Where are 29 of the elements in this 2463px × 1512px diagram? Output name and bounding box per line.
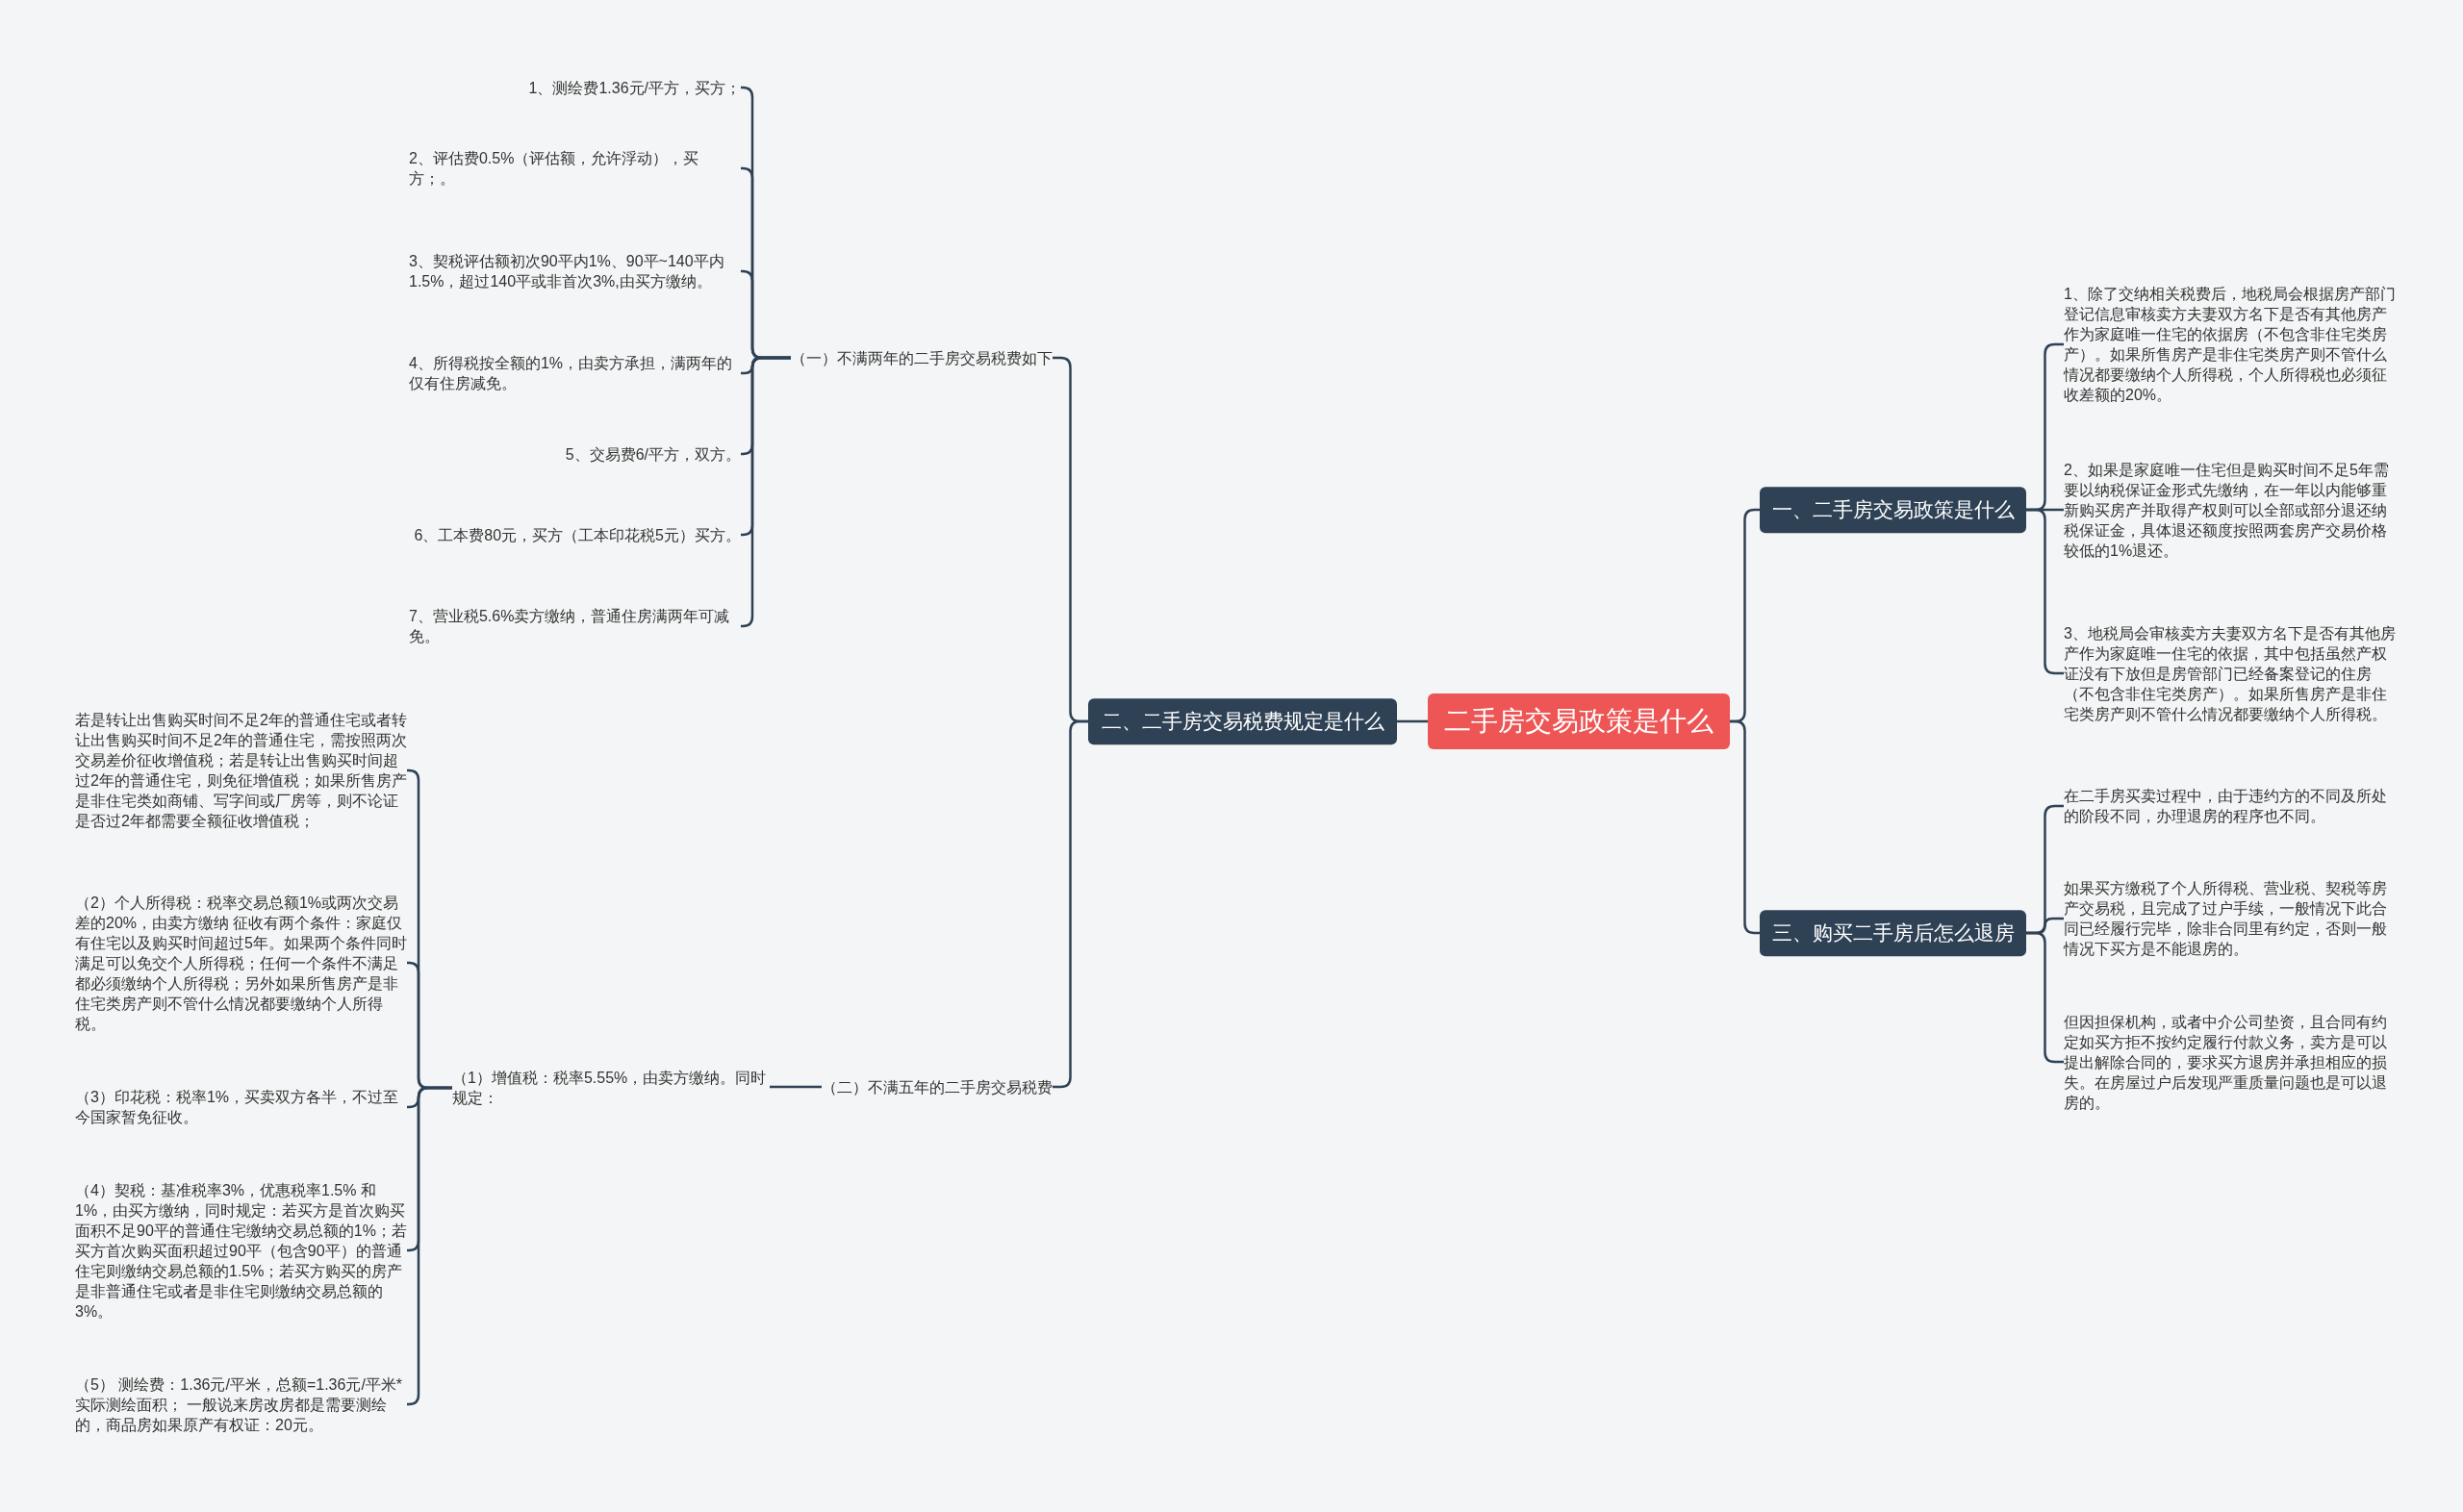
connector-line — [1397, 719, 1428, 723]
topic-text: 5、交易费6/平方，双方。 — [565, 440, 741, 468]
topic-text: （4）契税：基准税率3%，优惠税率1.5% 和1%，由买方缴纳，同时规定：若买方是首次购买面积不足90平的普通住宅缴纳交易总额的1%；若买方首次购买面积超过90平（包含90平）的普通住宅则缴纳交易总额的1.5%；若买方购买的房产是非普通住宅或者是非住宅则缴纳交易总额的3%。 — [75, 1175, 407, 1325]
topic-text: （1）增值税：税率5.55%，由卖方缴纳。同时规定： — [452, 1064, 770, 1112]
topic-text: 1、测绘费1.36元/平方，买方； — [528, 73, 741, 102]
topic-text: 1、除了交纳相关税费后，地税局会根据房产部门登记信息审核卖方夫妻双方名下是否有其他房产作为家庭唯一住宅的依据房（不包含非住宅类房产）。如果所售房产是非住宅类房产则不管什么情况都要缴纳个人所得税，个人所得税也必须征收差额的20%。 — [2064, 280, 2396, 409]
topic-text: 3、地税局会审核卖方夫妻双方名下是否有其他房产作为家庭唯一住宅的依据，其中包括虽然产权证没有下放但是房管部门已经备案登记的住房（不包含非住宅类房产）。如果所售房产是非住宅类房产则不管什么情况都要缴纳个人所得税。 — [2064, 618, 2396, 728]
topic-text: （3）印花税：税率1%，买卖双方各半，不过至今国家暂免征收。 — [75, 1083, 407, 1131]
topic-text: （5） 测绘费：1.36元/平米，总额=1.36元/平米*实际测绘面积； 一般说来房改房都是需要测绘的，商品房如果原产有权证：20元。 — [75, 1370, 407, 1439]
branch-topic: 三、购买二手房后怎么退房 — [1760, 910, 2026, 956]
topic-text: 2、评估费0.5%（评估额，允许浮动），买方；。 — [409, 144, 741, 192]
connector-line — [770, 1085, 822, 1089]
topic-text: 在二手房买卖过程中，由于违约方的不同及所处的阶段不同，办理退房的程序也不同。 — [2064, 782, 2396, 830]
topic-text: 7、营业税5.6%卖方缴纳，普通住房满两年可减免。 — [409, 602, 741, 650]
topic-text: 若是转让出售购买时间不足2年的普通住宅或者转让出售购买时间不足2年的普通住宅，需按照两次交易差价征收增值税；若是转让出售购买时间超过2年的普通住宅，则免征增值税；如果所售房产是非住宅类如商铺、写字间或厂房等，则不论证是否过2年都需要全额征收增值税； — [75, 706, 407, 835]
root-topic: 二手房交易政策是什么 — [1428, 693, 1730, 749]
branch-topic: 二、二手房交易税费规定是什么 — [1088, 698, 1397, 744]
topic-text: 2、如果是家庭唯一住宅但是购买时间不足5年需要以纳税保证金形式先缴纳，在一年以内能够重新购买房产并取得产权则可以全部或部分退还纳税保证金，具体退还额度按照两套房产交易价格较低的1%退还。 — [2064, 455, 2396, 565]
branch-topic: 一、二手房交易政策是什么 — [1760, 487, 2026, 533]
topic-text: 如果买方缴税了个人所得税、营业税、契税等房产交易税，且完成了过户手续，一般情况下此合同已经履行完毕，除非合同里有约定，否则一般情况下买方是不能退房的。 — [2064, 874, 2396, 963]
connector-line — [740, 356, 791, 628]
topic-text: 4、所得税按全额的1%，由卖方承担，满两年的仅有住房减免。 — [409, 349, 741, 397]
topic-text: 但因担保机构，或者中介公司垫资，且合同有约定如买方拒不按约定履行付款义务，卖方是可以提出解除合同的，要求买方退房并承担相应的损失。在房屋过户后发现严重质量问题也是可以退房的。 — [2064, 1007, 2396, 1117]
topic-text: 3、契税评估额初次90平内1%、90平~140平内1.5%，超过140平或非首次3%,由买方缴纳。 — [409, 247, 741, 295]
topic-text: （一）不满两年的二手房交易税费如下 — [791, 343, 1053, 372]
connector-line — [406, 1086, 452, 1406]
topic-text: 6、工本费80元，买方（工本印花税5元）买方。 — [414, 520, 741, 549]
topic-text: （二）不满五年的二手房交易税费 — [822, 1072, 1053, 1101]
topic-text: （2）个人所得税：税率交易总额1%或两次交易差的20%，由卖方缴纳 征收有两个条件：家庭仅有住宅以及购买时间超过5年。如果两个条件同时满足可以免交个人所得税；任何一个条件不满足都必须缴纳个人所得税；另外如果所售房产是非住宅类房产则不管什么情况都要缴纳个人所得税。 — [75, 888, 407, 1038]
